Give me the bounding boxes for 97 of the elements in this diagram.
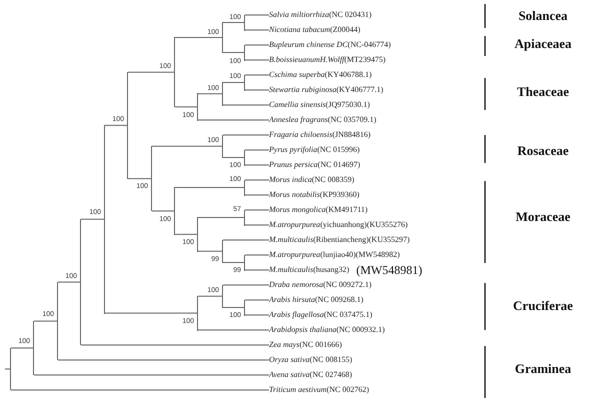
clade-junction-line <box>151 146 152 212</box>
branch-line <box>198 250 222 252</box>
branch-line <box>174 187 244 188</box>
taxon-label: Morus notabilis(KP939360) <box>269 190 360 200</box>
branch-line <box>104 312 198 314</box>
branch-line <box>58 282 80 283</box>
branch-line <box>198 296 222 297</box>
taxon-label: B.boissieuanumH.Wolff(MT239475) <box>269 55 386 65</box>
family-label: Solancea <box>518 8 568 22</box>
taxon-label: M.atropurpurea(lunjiao40)(MW548982) <box>269 250 400 260</box>
branch-line <box>80 344 270 346</box>
taxon-label: M.atropurpurea(yichuanhong)(KU355276) <box>269 220 408 230</box>
clade-junction-line <box>244 254 245 270</box>
branch-line <box>174 106 198 108</box>
family-label: Apiaceaea <box>514 36 572 50</box>
clade-junction-line <box>33 320 34 376</box>
clade-junction-line <box>174 37 175 108</box>
clade-junction-line <box>174 187 175 235</box>
branch-line <box>80 218 104 220</box>
branch-line <box>104 124 128 126</box>
clade-junction-line <box>222 22 223 53</box>
clade-junction-line <box>197 296 198 330</box>
clade-junction-line <box>57 282 58 360</box>
family-label: Theaceae <box>517 84 569 98</box>
taxon-label: Morus mongolica(KM491711) <box>269 205 368 215</box>
branch-line <box>152 146 222 147</box>
branch-line <box>128 178 152 180</box>
family-label: Cruciferae <box>513 298 573 312</box>
branch-line <box>222 157 244 158</box>
taxon-label: Nicotiana tabacum(Z00044) <box>269 25 360 35</box>
branch-line <box>222 134 270 136</box>
family-label: Rosaceae <box>517 142 569 158</box>
branch-line <box>244 224 270 226</box>
family-label: Graminea <box>514 360 572 376</box>
clade-junction-line <box>222 82 223 106</box>
accession-label: (MW548981) <box>356 262 422 276</box>
branch-line <box>244 194 270 196</box>
clade-junction-line <box>244 300 245 316</box>
taxon-label: Anneslea fragrans(NC 035709.1) <box>269 115 376 125</box>
clade-junction-line <box>80 218 81 346</box>
branch-line <box>244 44 270 46</box>
branch-line <box>244 254 270 256</box>
branch-line <box>198 217 244 218</box>
taxon-label: Arabis flagellosa(NC 037475.1) <box>269 310 372 320</box>
clade-junction-line <box>222 240 223 263</box>
branch-line <box>222 307 244 308</box>
branch-line <box>222 82 244 83</box>
branch-line <box>174 37 222 38</box>
clade-junction-line <box>222 284 223 308</box>
branch-line <box>222 104 270 106</box>
clade-junction-line <box>244 14 245 30</box>
taxon-label: Prunus persica(NC 014697) <box>269 160 360 170</box>
clade-junction-line <box>244 210 245 226</box>
branch-line <box>128 72 174 73</box>
branch-line <box>222 284 270 286</box>
clade-junction-line <box>197 217 198 252</box>
taxon-label: Salvia miltiorrhiza(NC 020431) <box>269 10 372 20</box>
branch-line <box>34 320 58 322</box>
taxon-label: Morus indica(NC 008359) <box>269 175 354 185</box>
clade-junction-line <box>104 124 105 314</box>
taxon-label: Bupleurum chinense DC(NC-046774) <box>269 40 391 50</box>
branch-line <box>244 314 270 316</box>
clade-junction-line <box>244 74 245 90</box>
taxon-label: Zea mays(NC 001666) <box>269 340 342 350</box>
clade-junction-line <box>244 44 245 60</box>
branch-line <box>4 368 10 370</box>
taxon-label: Arabidopsis thaliana(NC 000932.1) <box>269 325 385 335</box>
taxon-label: M.multicaulis(Ribentiancheng)(KU355297) <box>269 235 410 245</box>
clade-junction-line <box>197 93 198 120</box>
branch-line <box>244 14 270 16</box>
taxon-label: Fragaria chiloensis(JN884816) <box>269 130 371 140</box>
branch-line <box>174 234 198 235</box>
family-label: Moraceae <box>516 208 570 224</box>
branch-line <box>222 262 244 263</box>
taxon-label: M.multicaulis(husang32) <box>269 265 350 275</box>
branch-line <box>244 74 270 76</box>
branch-line <box>10 348 34 349</box>
clade-junction-line <box>127 72 128 180</box>
clade-junction-line <box>244 150 245 166</box>
branch-line <box>152 210 174 212</box>
clade-junction-line <box>10 348 11 390</box>
taxon-label: Cschima superba(KY406788.1) <box>269 70 372 80</box>
taxon-label: Draba nemorosa(NC 009272.1) <box>269 280 372 290</box>
taxon-label: Avena sativa(NC 027468) <box>269 370 352 380</box>
taxon-label: Camellia sinensis(JQ975030.1) <box>269 100 370 110</box>
taxon-label: Pyrus pyrifolia(NC 015996) <box>269 145 360 155</box>
branch-line <box>34 374 270 376</box>
taxon-label: Oryza sativa(NC 008155) <box>269 355 352 365</box>
branch-line <box>198 93 222 94</box>
taxon-label: Stewartia rubiginosa(KY406777.1) <box>269 85 384 95</box>
branch-line <box>222 22 244 23</box>
branch-line <box>222 52 244 53</box>
branch-line <box>244 164 270 166</box>
taxon-label: Triticum aestivum(NC 002762) <box>269 385 370 395</box>
clade-junction-line <box>244 180 245 196</box>
clade-junction-line <box>222 134 223 158</box>
taxon-label: Arabis hirsuta(NC 009268.1) <box>269 295 364 305</box>
